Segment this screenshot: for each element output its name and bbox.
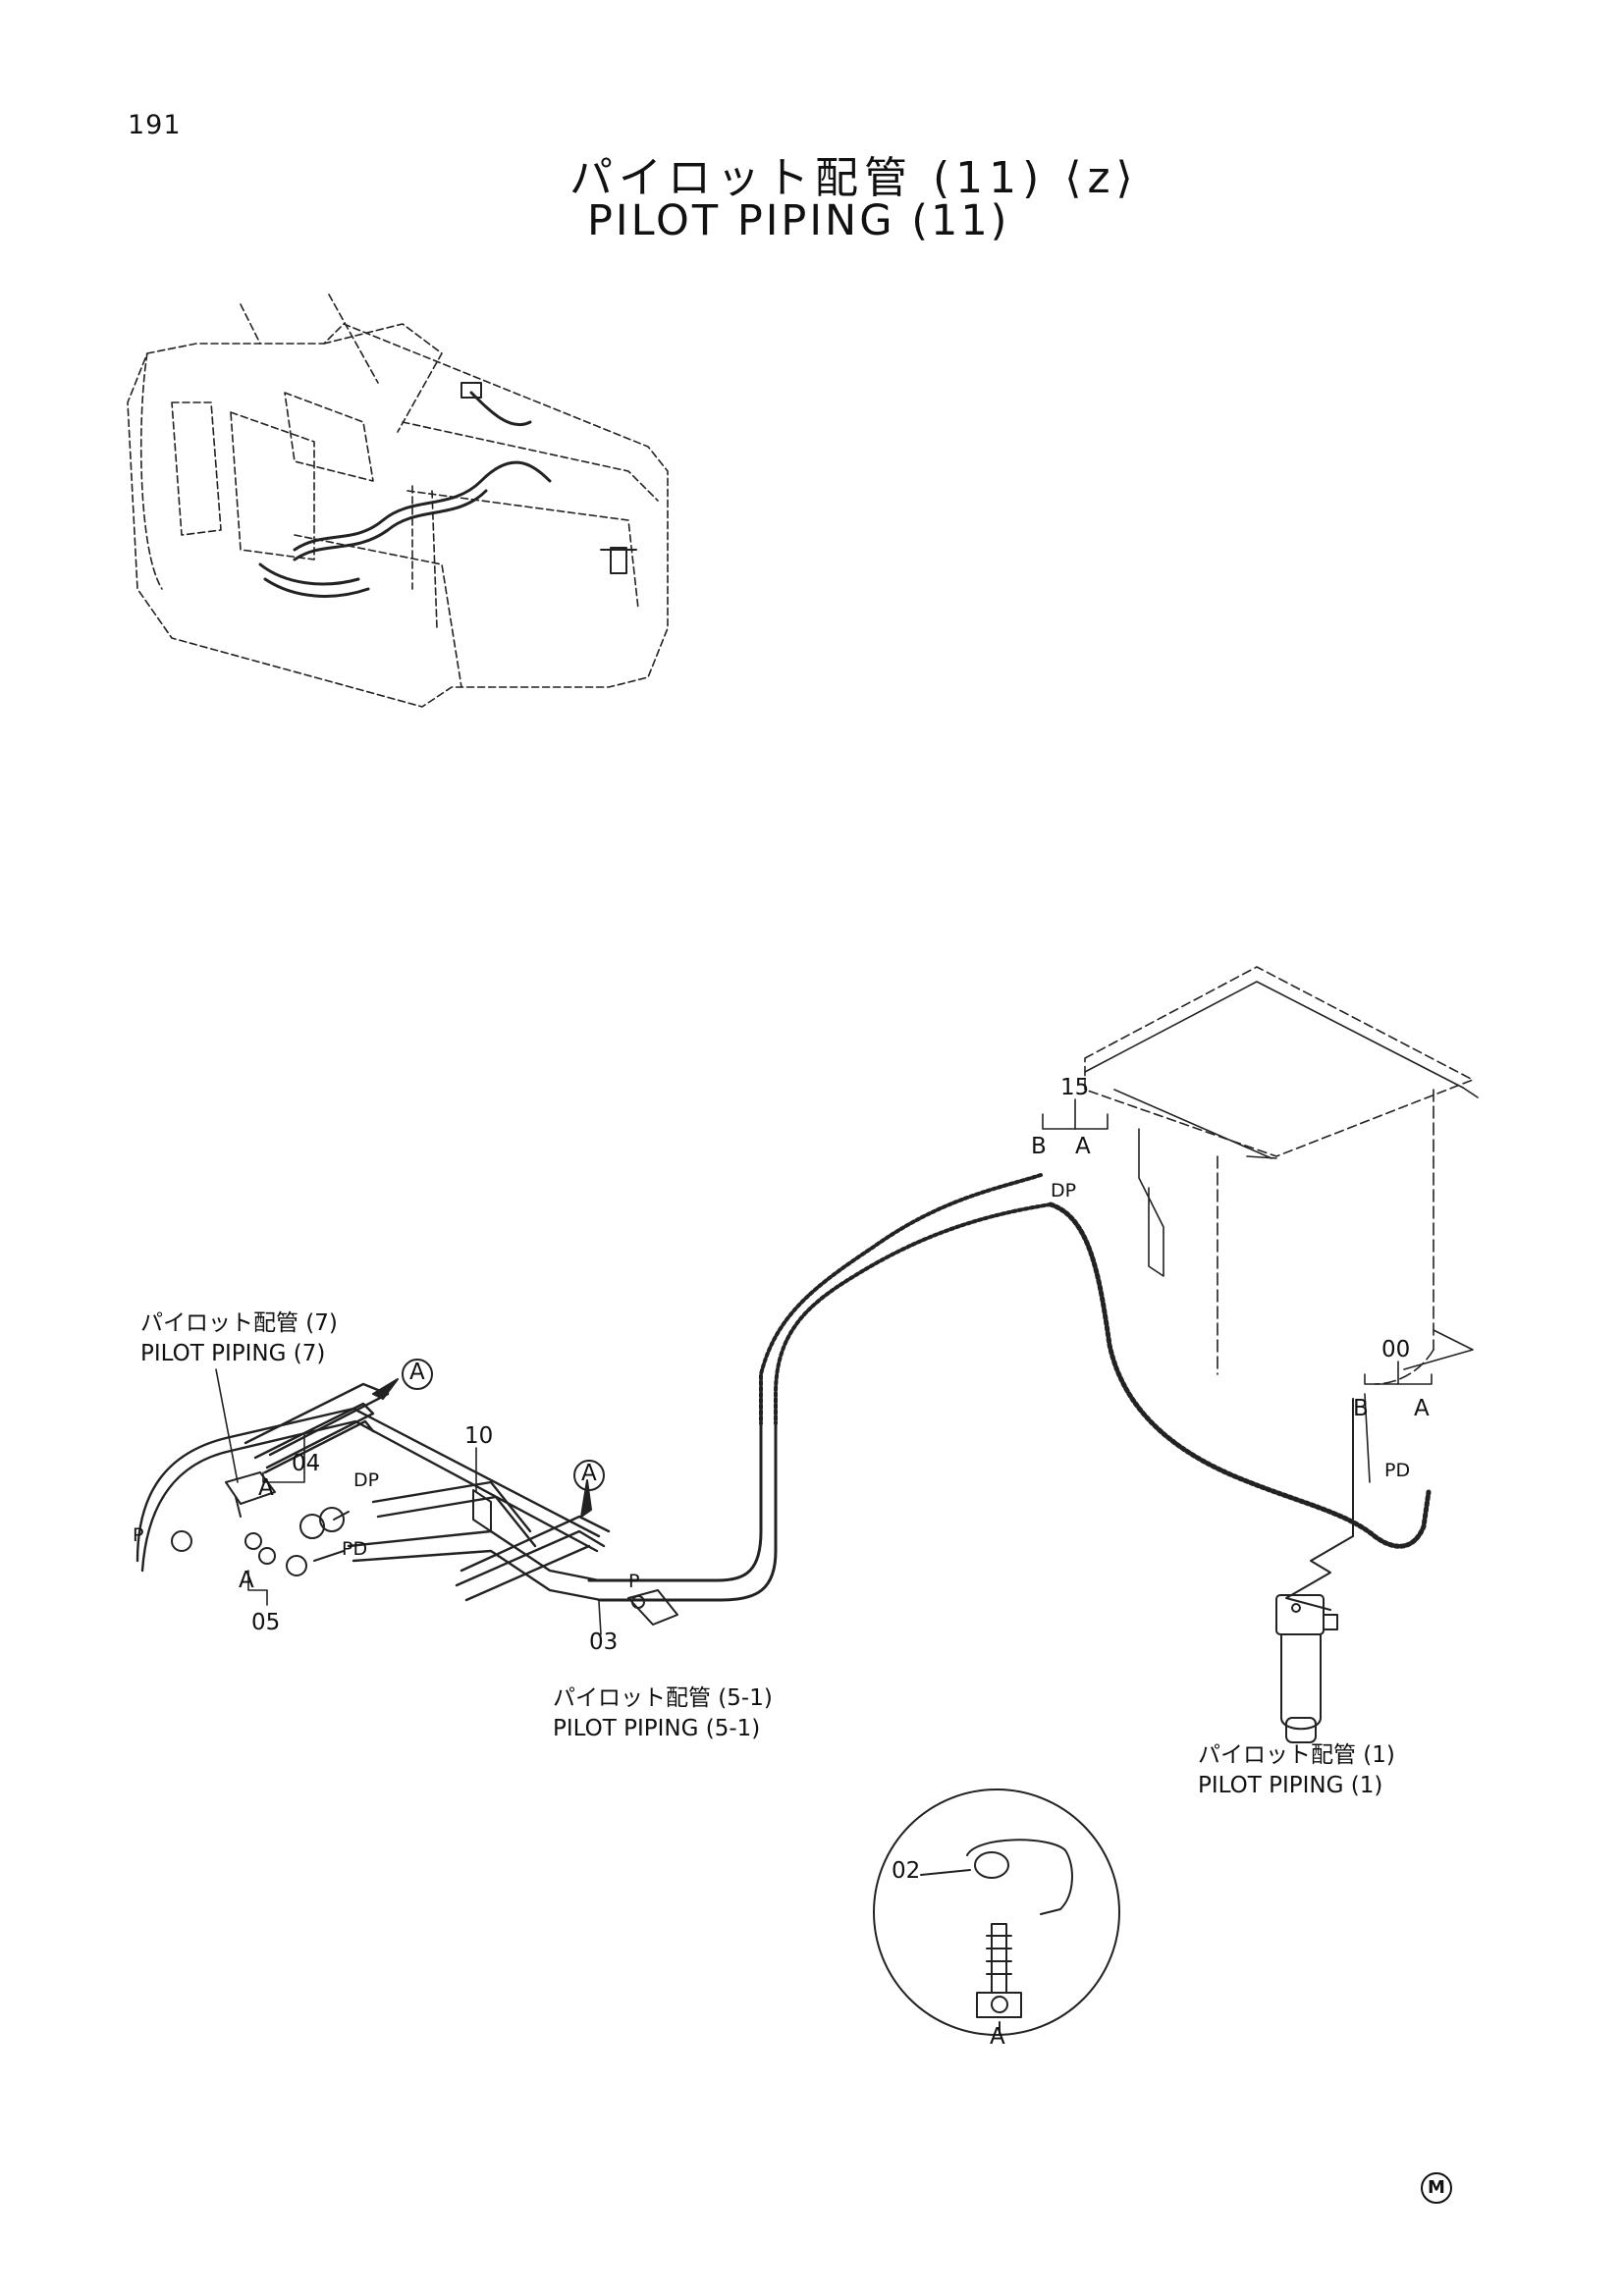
port-label-p-left: P <box>133 1524 144 1546</box>
ref-pilot-piping-1-en: PILOT PIPING (1) <box>1198 1773 1383 1799</box>
part-label-03: 03 <box>589 1629 619 1655</box>
part-label-15: 15 <box>1060 1075 1090 1100</box>
part-label-10: 10 <box>464 1423 494 1449</box>
view-marker-a-1: A <box>409 1360 425 1385</box>
corrugated-hose-00 <box>1048 1201 1432 1549</box>
port-label-a-00: A <box>1414 1396 1430 1421</box>
view-marker-circle-2 <box>573 1460 605 1491</box>
view-marker-a-2: A <box>581 1461 597 1486</box>
port-label-pd-00: PD <box>1384 1460 1411 1481</box>
ref-pilot-piping-7-en: PILOT PIPING (7) <box>140 1341 326 1367</box>
page-title-japanese: パイロット配管 (11) ⟨z⟩ <box>569 153 1139 203</box>
excavator-filter-detail <box>460 382 637 574</box>
ref-pilot-piping-5-1-en: PILOT PIPING (5-1) <box>553 1716 761 1742</box>
ref-pilot-piping-5-1-jp: パイロット配管 (5-1) <box>553 1685 773 1711</box>
page-title-english: PILOT PIPING (11) <box>587 196 1010 245</box>
hose-15-to-connector <box>587 1421 778 1602</box>
port-label-a-04: A <box>258 1475 274 1501</box>
pilot-pipe-bundle-left <box>135 1382 611 1602</box>
part-label-05: 05 <box>251 1610 281 1635</box>
port-label-b-15: B <box>1031 1134 1047 1159</box>
port-label-a-15: A <box>1075 1134 1091 1159</box>
part-label-02: 02 <box>892 1858 921 1884</box>
corrugated-hose-15 <box>759 1173 1053 1425</box>
ref-pilot-piping-5-1: パイロット配管 (5-1) PILOT PIPING (5-1) <box>553 1683 773 1744</box>
marker-arrows <box>372 1378 592 1518</box>
part-label-04: 04 <box>292 1451 321 1476</box>
excavator-overview-illustration <box>127 294 669 708</box>
footer-mark: M <box>1421 2172 1452 2204</box>
port-label-b-00: B <box>1353 1396 1369 1421</box>
clamp-10 <box>472 1489 492 1532</box>
pilot-valve-block <box>171 1471 678 1626</box>
view-marker-circle-1 <box>402 1359 433 1390</box>
ref-pilot-piping-1-jp: パイロット配管 (1) <box>1198 1742 1395 1768</box>
detail-view-label: A <box>990 2024 1005 2050</box>
detail-view-a <box>873 1789 1120 2036</box>
port-label-pd-left: PD <box>342 1538 368 1560</box>
port-label-a-05: A <box>239 1568 254 1593</box>
pilot-filter-assembly <box>1275 1398 1354 1743</box>
port-label-dp-15: DP <box>1051 1180 1077 1201</box>
leader-lines <box>215 1098 1433 1635</box>
port-label-p-right: P <box>628 1571 640 1592</box>
ref-pilot-piping-1: パイロット配管 (1) PILOT PIPING (1) <box>1198 1740 1395 1801</box>
ref-pilot-piping-7-jp: パイロット配管 (7) <box>140 1310 338 1336</box>
hydraulic-tank <box>1084 966 1479 1385</box>
page-number: 191 <box>128 110 182 140</box>
port-label-dp-left: DP <box>353 1469 380 1491</box>
part-label-00: 00 <box>1381 1337 1411 1362</box>
ref-pilot-piping-7: パイロット配管 (7) PILOT PIPING (7) <box>140 1308 338 1369</box>
